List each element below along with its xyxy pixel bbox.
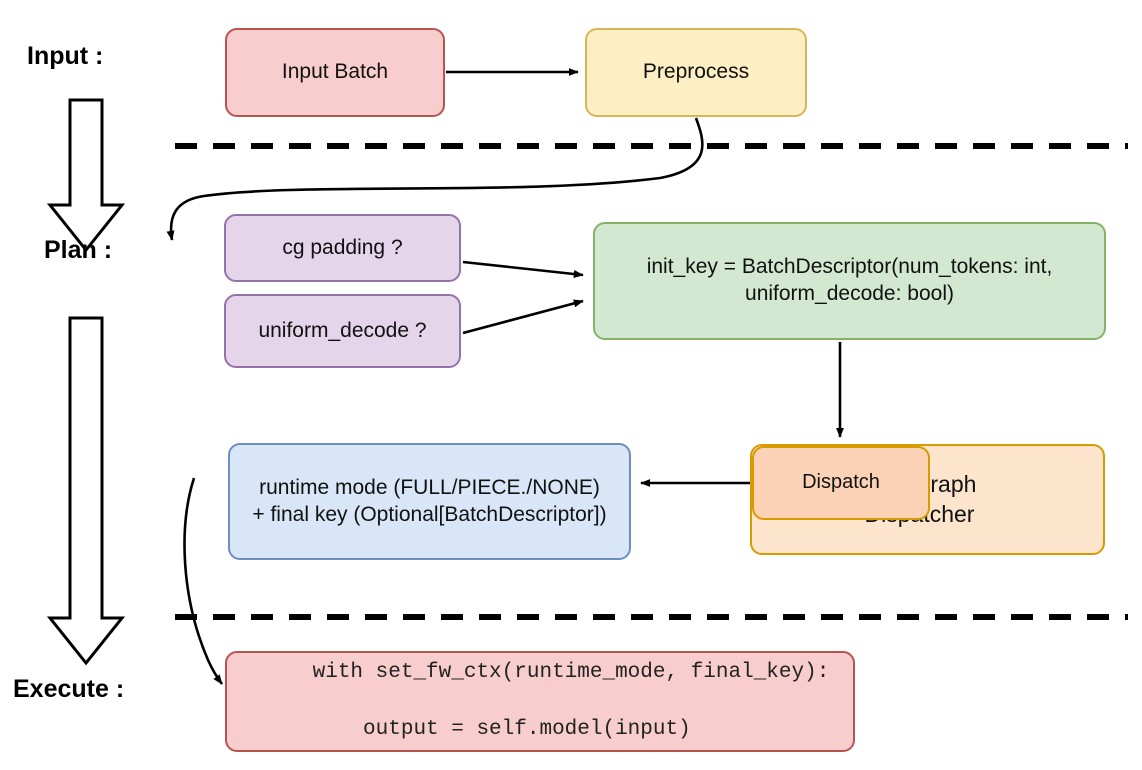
edge-cg-padding-to-init-key xyxy=(462,260,584,278)
node-cg-padding[interactable]: cg padding ? xyxy=(224,214,461,282)
node-runtime-mode-line1: runtime mode (FULL/PIECE./NONE) xyxy=(259,475,600,499)
node-execute-code[interactable]: with set_fw_ctx(runtime_mode, final_key)… xyxy=(225,651,855,752)
node-execute-code-line1: with set_fw_ctx(runtime_mode, final_key)… xyxy=(312,660,830,684)
node-runtime-mode-line2: + final key (Optional[BatchDescriptor]) xyxy=(252,502,607,526)
stage-label-plan: Plan : xyxy=(44,236,113,264)
node-init-key-line2: uniform_decode: bool) xyxy=(745,282,954,305)
edge-runtime-mode-to-execute-code xyxy=(183,477,224,685)
edge-uniform-decode-to-init-key xyxy=(462,299,584,335)
stage-label-execute: Execute : xyxy=(13,675,125,703)
node-preprocess[interactable]: Preprocess xyxy=(585,28,807,117)
node-preprocess-label: Preprocess xyxy=(642,60,750,84)
node-init-key-line1: init_key = BatchDescriptor(num_tokens: i… xyxy=(646,255,1053,279)
plan-to-execute-arrow xyxy=(46,316,126,666)
node-input-batch[interactable]: Input Batch xyxy=(225,28,445,117)
node-init-key[interactable]: init_key = BatchDescriptor(num_tokens: i… xyxy=(593,222,1106,340)
node-dispatch[interactable]: Dispatch xyxy=(752,446,930,520)
node-runtime-mode-text: runtime mode (FULL/PIECE./NONE) + final … xyxy=(240,475,619,529)
node-execute-code-line2: output = self.model(input) xyxy=(312,717,691,741)
node-runtime-mode[interactable]: runtime mode (FULL/PIECE./NONE) + final … xyxy=(228,443,631,560)
node-uniform-decode[interactable]: uniform_decode ? xyxy=(224,294,461,368)
node-uniform-decode-label: uniform_decode ? xyxy=(258,318,427,342)
input-to-plan-arrow xyxy=(46,98,126,253)
node-init-key-text: init_key = BatchDescriptor(num_tokens: i… xyxy=(605,254,1094,308)
node-execute-code-text: with set_fw_ctx(runtime_mode, final_key)… xyxy=(237,631,843,770)
stage-label-input: Input : xyxy=(27,42,104,70)
node-dispatch-label: Dispatch xyxy=(802,471,880,494)
node-cg-padding-label: cg padding ? xyxy=(282,235,403,259)
node-input-batch-label: Input Batch xyxy=(281,60,389,84)
